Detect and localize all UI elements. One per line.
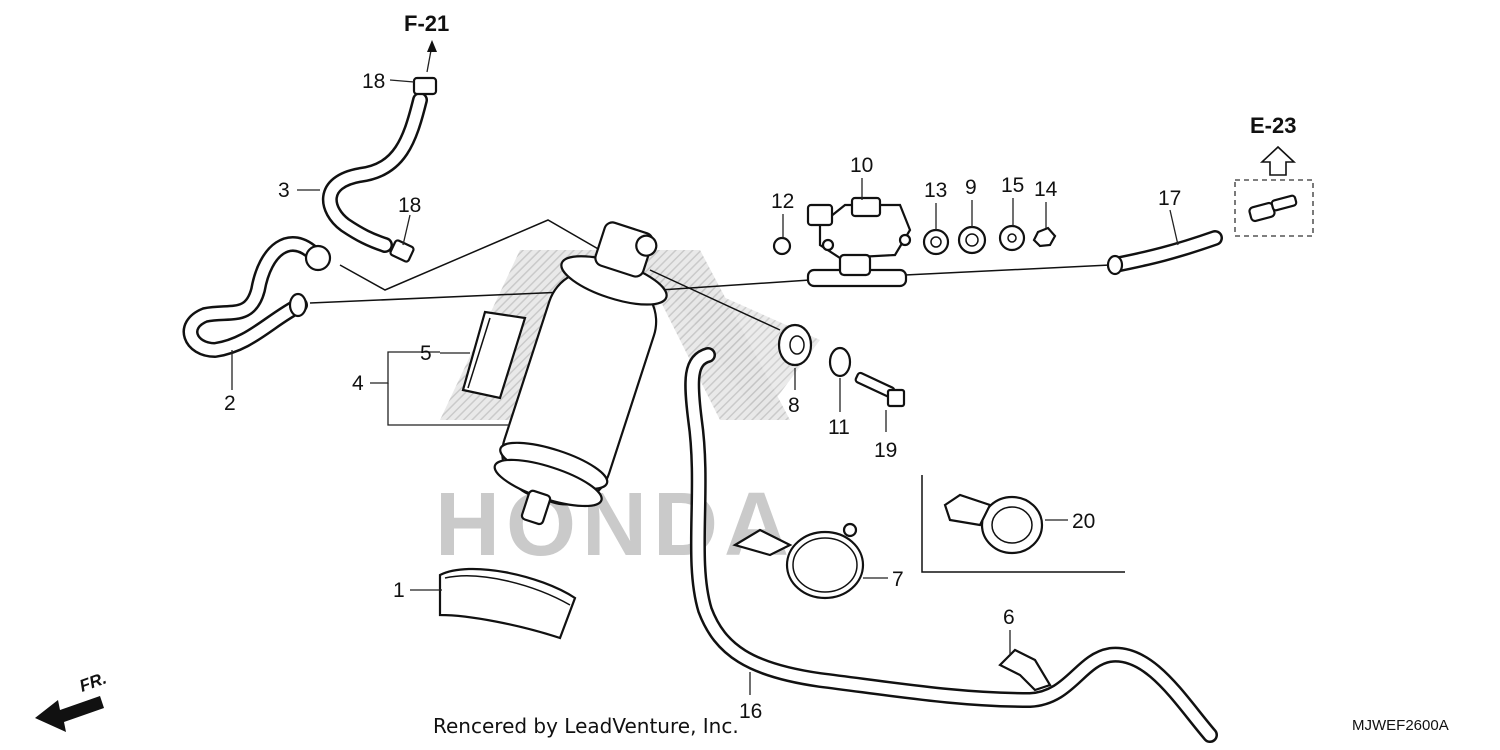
honda-watermark-text: HONDA: [435, 475, 795, 575]
callout-3: 3: [278, 179, 290, 202]
callout-18-top: 18: [362, 70, 385, 93]
ref-f21-label: F-21: [404, 11, 449, 36]
tube-line-upper: [339, 219, 601, 291]
tube-line-8: [649, 269, 781, 331]
callout-12: 12: [771, 190, 794, 213]
part-2-hose: [182, 236, 332, 358]
callout-13: 13: [924, 179, 947, 202]
callout-7: 7: [892, 568, 904, 591]
render-credit: Rencered by LeadVenture, Inc.: [433, 714, 739, 738]
part-14-nut: [1032, 226, 1057, 248]
diagram-code: MJWEF2600A: [1352, 717, 1449, 734]
callout-6: 6: [1003, 606, 1015, 629]
callout-1: 1: [393, 579, 405, 602]
callout-8: 8: [788, 394, 800, 417]
part-7-clamp: [732, 522, 865, 600]
callout-16: 16: [739, 700, 762, 723]
part-18-clamp-lower: [389, 239, 415, 263]
part-9-washer: [957, 225, 987, 255]
leader-18b: [402, 214, 411, 246]
ref-e23-label: E-23: [1250, 113, 1296, 138]
callout-18-lower: 18: [398, 194, 421, 217]
part-12-grommet: [772, 236, 792, 256]
callout-19: 19: [874, 439, 897, 462]
callout-14: 14: [1034, 178, 1058, 201]
callout-4: 4: [352, 372, 364, 395]
arrow-up-e23-icon: [1259, 145, 1297, 176]
e23-fitting: [1248, 194, 1298, 223]
part-3-hose: [322, 92, 428, 253]
tube-line-left: [309, 291, 566, 304]
callout-17: 17: [1158, 187, 1181, 210]
callout-11: 11: [828, 416, 850, 439]
part-19-bolt: [854, 371, 906, 408]
ref-e23-box: [1234, 179, 1314, 237]
part-15-washer: [998, 224, 1026, 252]
callout-9: 9: [965, 176, 977, 199]
leader-17: [1169, 209, 1179, 246]
callout-10: 10: [850, 154, 873, 177]
front-direction-label: FR.: [77, 669, 109, 696]
leader-4-upper: [370, 351, 440, 384]
part-1-band: [438, 567, 577, 640]
callout-15: 15: [1001, 174, 1024, 197]
part-10-valve: [806, 196, 912, 288]
part-11-washer: [828, 346, 852, 378]
callout-5: 5: [420, 342, 432, 365]
part-13-washer: [922, 228, 950, 256]
front-direction-arrow-icon: [35, 696, 104, 732]
callout-20: 20: [1072, 510, 1095, 533]
part-5-strap: [461, 310, 527, 400]
part-6-clip: [998, 648, 1052, 692]
part-18-clamp-top: [412, 76, 438, 96]
part-8-grommet: [777, 323, 813, 367]
leader-18a: [389, 79, 415, 83]
tube-line-right: [904, 264, 1111, 276]
leader-4-lower: [387, 383, 510, 426]
tube-line-mid: [659, 279, 811, 291]
callout-2: 2: [224, 392, 236, 415]
part-20-clamp: [943, 493, 1044, 555]
part-4-canister: [493, 221, 668, 526]
part-16-hose: [684, 347, 1218, 743]
arrow-up-f21-icon: [427, 40, 437, 52]
inset-box-20: [921, 475, 1125, 573]
part-17-hose: [1106, 230, 1223, 276]
